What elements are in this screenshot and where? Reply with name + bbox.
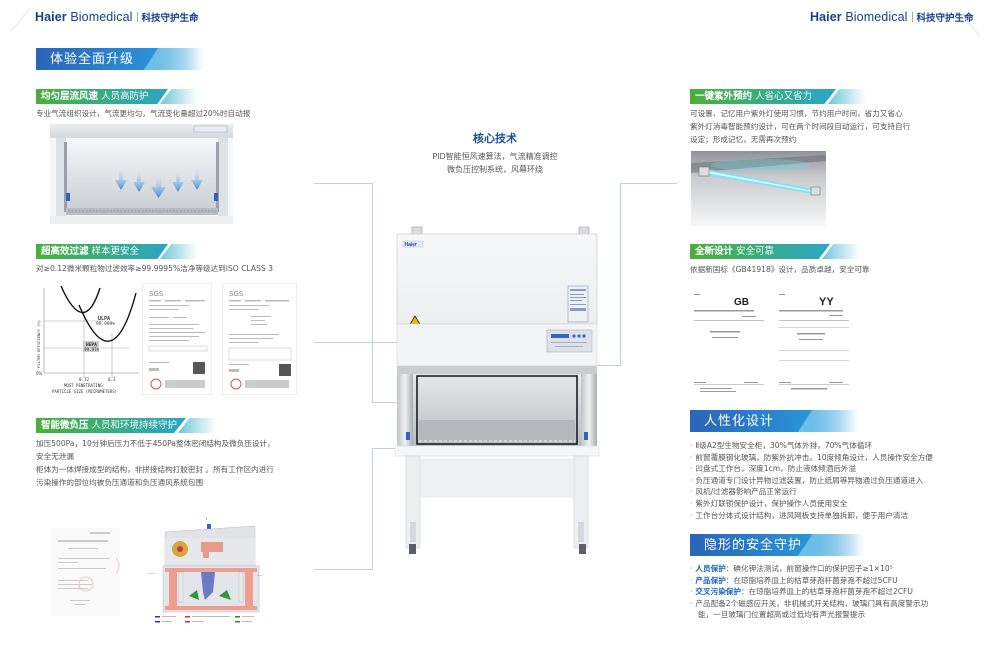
list-item: 风机/过滤器影响产品正常运行 [690, 486, 933, 498]
brand-slogan: 科技守护生命 [916, 13, 974, 24]
test-report-document [50, 528, 120, 616]
biosafety-cabinet-image: Haier [392, 222, 602, 560]
feature-desc-negative-pressure: 加压500Pa，10分钟后压力不低于450Pa整体密闭结构及微负压设计， 安全无… [36, 439, 275, 487]
list-item-continuation: 能，一旦玻璃门位置超高或过低均有声光报警提示 [698, 610, 866, 620]
core-tech-desc: PID智能恒风速算法，气流精准调控 微负压控制系统，风幕环绕 [432, 152, 558, 174]
connector-line [314, 342, 426, 343]
list-item: 产品保护：在琼脂培养皿上的枯草芽孢杆菌芽孢不超过5CFU [690, 575, 928, 587]
svg-text:GB: GB [734, 297, 749, 308]
brand-name: Haier Biomedical [35, 10, 133, 24]
connector-line [372, 448, 402, 449]
svg-text:99.999%: 99.999% [96, 321, 115, 327]
svg-text:0%: 0% [36, 371, 43, 376]
brand-name: Haier Biomedical [810, 10, 908, 24]
svg-text:——: —— [257, 573, 263, 577]
section-banner-humanized: 人性化设计 [690, 410, 855, 432]
connector-line [314, 569, 373, 570]
sgs-certificate-1: SGS [142, 283, 212, 395]
airflow-illustration [50, 124, 233, 224]
core-tech-title: 核心技术 [473, 132, 517, 145]
connector-line [372, 448, 373, 570]
connector-line [620, 183, 621, 366]
gb-standard-document: GB [690, 288, 770, 396]
svg-text:YY: YY [819, 296, 834, 308]
section-title: 人性化设计 [704, 414, 775, 429]
list-item: 紫外灯联锁保护设计，保护操作人员使用安全 [690, 498, 933, 510]
sgs-certificate-2: SGS [222, 283, 297, 395]
yy-standard-document: YY [775, 288, 855, 396]
svg-text:99.97%: 99.97% [84, 347, 100, 352]
svg-text:FILTER EFFICIENCY (%): FILTER EFFICIENCY (%) [36, 320, 41, 368]
humanized-feature-list: Ⅱ级A2型生物安全柜，30%气体外排，70%气体循环 前窗覆膜钢化玻璃，防紫外抗… [690, 440, 933, 522]
list-item: 负压通道专门设计异物过滤装置，防止纸屑等异物通过负压通道进入 [690, 475, 933, 487]
feature-heading-filtration: 超高效过滤 样本更安全 [36, 244, 198, 259]
brand-right: Haier Biomedical 科技守护生命 [810, 10, 974, 24]
feature-desc-filtration: 对≥0.12微米颗粒物过滤效率≥99.9995%洁净等级达到ISO CLASS … [36, 264, 273, 273]
section-banner-safety: 隐形的安全守护 [690, 534, 865, 556]
svg-text:MOST PENETRATING: MOST PENETRATING [64, 383, 103, 388]
section-title: 隐形的安全守护 [704, 538, 803, 553]
brand-slogan: 科技守护生命 [141, 13, 199, 24]
list-item: 工作台分体式设计结构，进风网板支持单独拆卸，便于用户清洁 [690, 510, 933, 522]
list-item: 凹盘式工作台，深度1cm，防止液体倾洒后外溢 [690, 463, 933, 475]
section-banner-upgrade: 体验全面升级 [36, 48, 201, 70]
svg-text:HEPA: HEPA [86, 342, 97, 348]
connector-line [596, 365, 621, 366]
negative-pressure-diagram: ↑ ——— —— [145, 512, 275, 626]
list-item: 产品配备2个磁感应开关，非机械式开关结构，玻璃门具有高度警示功 [690, 598, 928, 610]
feature-heading-airflow: 均匀层流风速 人员高防护 [36, 89, 198, 104]
brand-divider [136, 12, 138, 22]
svg-text:———: ——— [147, 571, 156, 575]
feature-heading-new-design: 全新设计 安全可靠 [690, 244, 860, 259]
decor-line-left [10, 8, 31, 32]
list-item: 前窗覆膜钢化玻璃，防紫外抗冲击。10度倾角设计，人员操作安全方便 [690, 452, 932, 464]
svg-text:SGS: SGS [229, 290, 244, 298]
svg-text:ULPA: ULPA [98, 316, 110, 322]
svg-text:PARTICLE SIZE (MICROMETERS): PARTICLE SIZE (MICROMETERS) [52, 389, 117, 394]
feature-heading-uv-schedule: 一键紫外预约 人省心又省力 [690, 89, 866, 104]
safety-feature-list: 人员保护：碘化钾法测试，前窗操作口的保护因子≥1×10⁵ 产品保护：在琼脂培养皿… [690, 563, 928, 621]
svg-text:↑: ↑ [205, 517, 208, 521]
list-item: Ⅱ级A2型生物安全柜，30%气体外排，70%气体循环 [690, 440, 933, 452]
list-item: 交叉污染保护：在琼脂培养皿上的枯草芽孢杆菌芽孢不超过2CFU [690, 586, 928, 598]
brand-divider [911, 12, 913, 22]
feature-heading-negative-pressure: 智能微负压 人员和环境持续守护 [36, 418, 216, 433]
list-item: 人员保护：碘化钾法测试，前窗操作口的保护因子≥1×10⁵ [690, 563, 928, 575]
filter-efficiency-chart: ULPA 99.999% HEPA 99.97% 0% 0.12 0.3 MOS… [34, 283, 142, 395]
svg-text:SGS: SGS [149, 290, 164, 298]
feature-desc-airflow: 专业气流组织设计，气流更均匀，气流变化量超过20%时自动报 [36, 109, 251, 118]
svg-text:Haier: Haier [405, 242, 418, 248]
brand-left: Haier Biomedical 科技守护生命 [35, 10, 199, 24]
section-title: 体验全面升级 [50, 52, 135, 67]
connector-line [372, 183, 373, 403]
feature-desc-uv-schedule: 可设置、记忆用户紫外灯使用习惯，节约用户时间，省力又省心 紫外灯消毒智能预约设计… [690, 109, 911, 144]
uv-lamp-image [691, 151, 826, 226]
svg-text:0.3: 0.3 [108, 377, 116, 382]
connector-line [314, 183, 373, 184]
feature-desc-new-design: 依据新国标《GB41918》设计，品质卓越，安全可靠 [690, 265, 870, 274]
connector-line [620, 183, 677, 184]
svg-text:0.12: 0.12 [79, 377, 90, 382]
